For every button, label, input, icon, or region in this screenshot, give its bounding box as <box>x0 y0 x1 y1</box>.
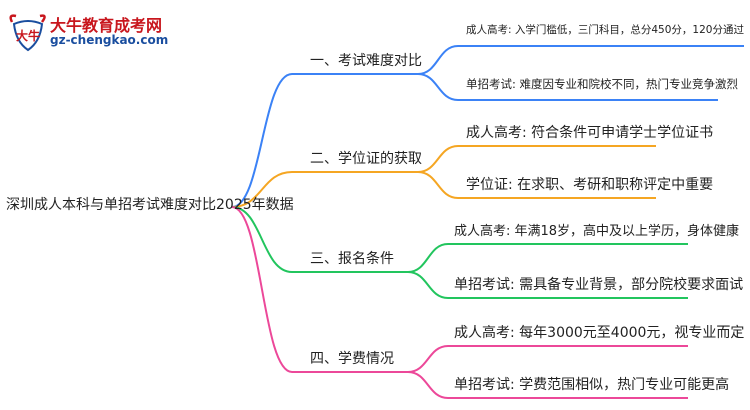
bull-logo-icon: 大牛 <box>9 14 46 52</box>
root-topic: 深圳成人本科与单招考试难度对比2025年数据 <box>6 197 294 213</box>
logo-url: gz-chengkao.com <box>50 33 169 47</box>
branch-3-title: 三、报名条件 <box>310 251 394 267</box>
branch-4-leaf-2-link <box>407 371 449 399</box>
branch-1-leaf-2: 单招考试: 难度因专业和院校不同，热门专业竞争激烈 <box>466 77 739 91</box>
branch-4-title: 四、学费情况 <box>310 351 394 367</box>
branch-2-leaf-1-link <box>417 145 459 173</box>
branch-1-leaf-2-link <box>417 73 459 101</box>
branch-2-title: 二、学位证的获取 <box>310 151 422 167</box>
root-to-branch-3-link <box>231 206 293 273</box>
branch-4-leaf-1-link <box>407 345 449 373</box>
branch-3-leaf-1-link <box>407 243 449 273</box>
root-to-branch-4-link <box>231 206 293 373</box>
branch-3-leaf-1: 成人高考: 年满18岁，高中及以上学历，身体健康 <box>454 224 740 239</box>
root-to-branch-2-link <box>231 171 293 208</box>
branch-1-leaf-1: 成人高考: 入学门槛低，三门科目，总分450分，120分通过 <box>466 24 744 36</box>
branch-3-leaf-2-link <box>407 271 449 299</box>
branch-3-leaf-2: 单招考试: 需具备专业背景，部分院校要求面试 <box>454 277 744 293</box>
branch-1-leaf-1-link <box>417 45 459 75</box>
branch-4-leaf-1: 成人高考: 每年3000元至4000元，视专业而定 <box>454 325 745 341</box>
branch-2-leaf-2-link <box>417 171 459 199</box>
branch-2-leaf-1: 成人高考: 符合条件可申请学士学位证书 <box>466 125 714 141</box>
branch-1-title: 一、考试难度对比 <box>310 53 422 69</box>
logo-title: 大牛教育成考网 <box>50 16 163 35</box>
branch-4-leaf-2: 单招考试: 学费范围相似，热门专业可能更高 <box>454 377 730 393</box>
svg-text:大牛: 大牛 <box>16 28 40 43</box>
branch-2-leaf-2: 学位证: 在求职、考研和职称评定中重要 <box>466 177 714 193</box>
root-to-branch-1-link <box>231 73 293 208</box>
logo: 大牛 大牛教育成考网 gz-chengkao.com <box>6 10 176 52</box>
